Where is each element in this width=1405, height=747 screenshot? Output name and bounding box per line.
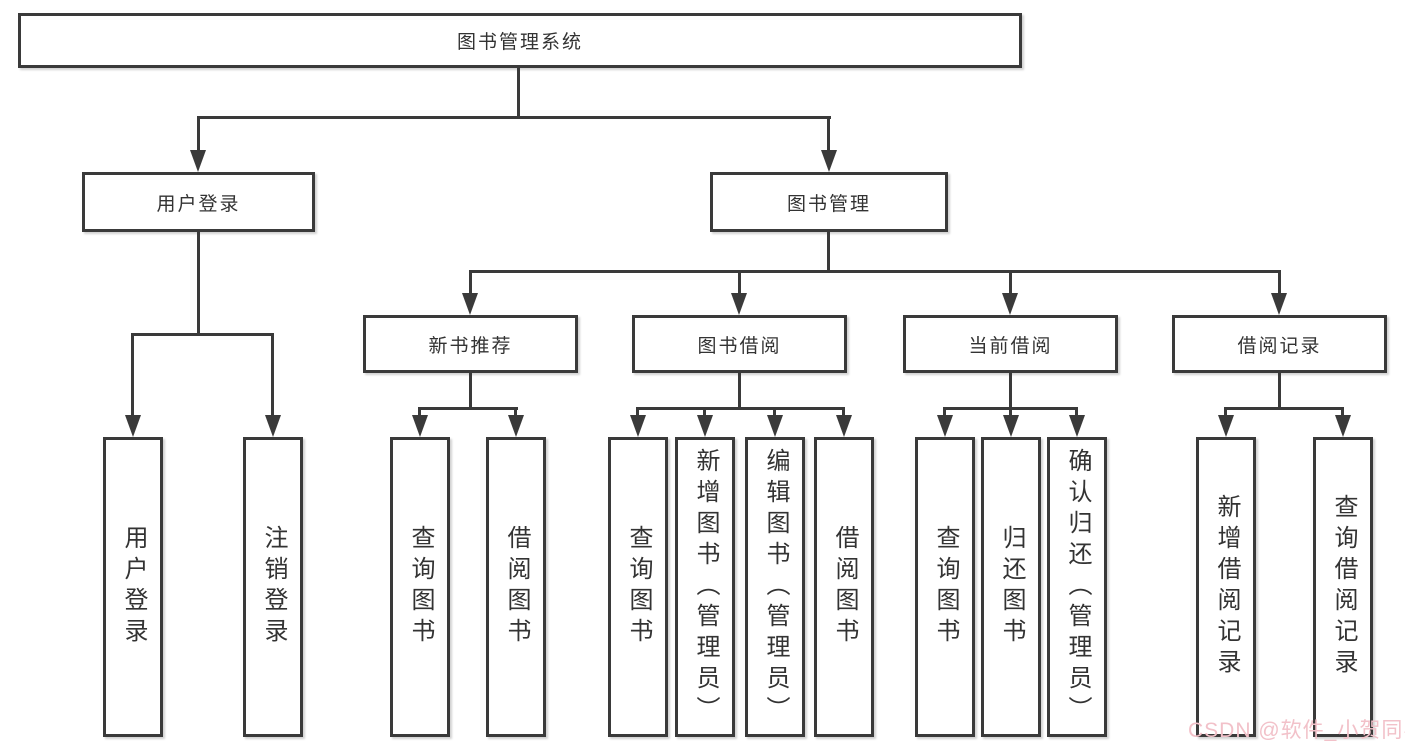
connector-line [1278,270,1281,295]
connector-line [738,373,741,410]
connector-line [827,232,830,273]
leaf-borrow-books: 借阅图书 [814,437,874,737]
leaf-user-login: 用户登录 [103,437,163,737]
arrowhead-down [412,415,428,437]
node-book-borrow: 图书借阅 [632,315,847,373]
connector-line [514,407,517,417]
node-label: 借阅记录 [1237,335,1322,357]
node-new-book-recommend: 新书推荐 [363,315,578,373]
connector-line [517,68,520,118]
connector-line [197,232,200,336]
leaf-query-books-current: 查询图书 [915,437,975,737]
node-label: 查询借阅记录 [1330,494,1357,680]
connector-line [197,116,831,119]
leaf-return-books: 归还图书 [981,437,1041,737]
connector-line [131,333,134,416]
leaf-confirm-return-admin: 确认归还（管理员） [1047,437,1107,737]
connector-line [418,407,421,417]
node-label: 新增借阅记录 [1213,494,1240,680]
connector-line [1009,270,1012,295]
csdn-watermark: CSDN @软件_小贺同学 [1188,719,1405,742]
arrowhead-down [1218,415,1234,437]
node-label: 新书推荐 [428,335,513,357]
arrowhead-down [630,415,646,437]
leaf-add-book-admin: 新增图书（管理员） [675,437,735,737]
arrowhead-down [1003,415,1019,437]
connector-line [1009,373,1012,410]
connector-line [469,270,472,295]
connector-line [271,333,274,416]
arrowhead-down [1069,415,1085,437]
node-label: 图书管理系统 [456,32,583,53]
connector-line [773,407,776,417]
leaf-query-books-borrow: 查询图书 [608,437,668,737]
leaf-query-books-recommend: 查询图书 [390,437,450,737]
node-label: 当前借阅 [968,335,1053,357]
connector-line [1224,407,1344,410]
arrowhead-down [125,415,141,437]
connector-line [738,270,741,295]
node-label: 图书借阅 [697,335,782,357]
node-user-login: 用户登录 [82,172,315,232]
connector-line [842,407,845,417]
arrowhead-down [1271,293,1287,315]
arrowhead-down [767,415,783,437]
arrowhead-down [731,293,747,315]
node-borrow-records: 借阅记录 [1172,315,1387,373]
arrowhead-down [462,293,478,315]
leaf-query-borrow-record: 查询借阅记录 [1313,437,1373,737]
node-label: 新增图书（管理员） [692,447,719,727]
node-current-borrow: 当前借阅 [903,315,1118,373]
node-label: 查询图书 [407,525,434,649]
arrowhead-down [697,415,713,437]
node-book-management: 图书管理 [710,172,948,232]
leaf-borrow-books-recommend: 借阅图书 [486,437,546,737]
node-label: 查询图书 [625,525,652,649]
leaf-logout: 注销登录 [243,437,303,737]
connector-line [1224,407,1227,417]
connector-line [131,333,274,336]
node-label: 用户登录 [156,193,241,215]
node-label: 确认归还（管理员） [1064,447,1091,727]
leaf-add-borrow-record: 新增借阅记录 [1196,437,1256,737]
connector-line [943,407,946,417]
arrowhead-down [821,150,837,172]
node-label: 查询图书 [932,525,959,649]
arrowhead-down [1335,415,1351,437]
node-label: 借阅图书 [831,525,858,649]
arrowhead-down [265,415,281,437]
connector-line [1009,407,1012,417]
arrowhead-down [1002,293,1018,315]
connector-line [1341,407,1344,417]
node-label: 注销登录 [260,525,287,649]
connector-line [418,407,518,410]
node-root: 图书管理系统 [18,13,1022,68]
connector-line [636,407,639,417]
connector-line [197,116,200,152]
connector-line [469,270,1281,273]
node-label: 归还图书 [998,525,1025,649]
connector-line [1278,373,1281,410]
connector-line [703,407,706,417]
connector-line [636,407,845,410]
connector-line [469,373,472,410]
node-label: 用户登录 [120,525,147,649]
arrowhead-down [508,415,524,437]
arrowhead-down [836,415,852,437]
node-label: 借阅图书 [503,525,530,649]
arrowhead-down [937,415,953,437]
leaf-edit-book-admin: 编辑图书（管理员） [745,437,805,737]
connector-line [827,116,830,152]
connector-line [1075,407,1078,417]
node-label: 图书管理 [786,193,871,215]
node-label: 编辑图书（管理员） [762,447,789,727]
arrowhead-down [190,150,206,172]
